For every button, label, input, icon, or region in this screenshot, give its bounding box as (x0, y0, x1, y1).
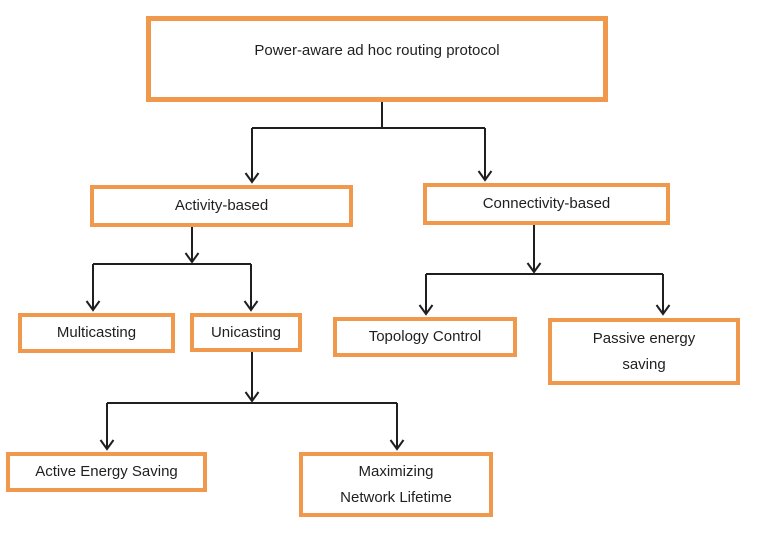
arrowhead-to-unicasting (243, 300, 259, 312)
node-multicasting: Multicasting (18, 313, 175, 353)
arrowhead-junction-connectivity (526, 262, 542, 274)
node-power-aware-ad-hoc-routing-protocol: Power-aware ad hoc routing protocol (146, 16, 608, 102)
arrowhead-to-connectivity-based (477, 170, 493, 182)
arrowhead-to-maximizing-network-lifetime (389, 439, 405, 451)
arrowhead-to-passive-energy-saving (655, 304, 671, 316)
edge-root-split (244, 102, 493, 184)
node-unicasting: Unicasting (190, 313, 302, 352)
arrowhead-to-topology-control (418, 304, 434, 316)
node-passive-energy-saving: Passive energy saving (548, 318, 740, 385)
node-active-energy-saving: Active Energy Saving (6, 452, 207, 492)
arrowhead-to-activity-based (244, 172, 260, 184)
arrowhead-to-active-energy-saving (99, 439, 115, 451)
node-activity-based: Activity-based (90, 185, 353, 227)
arrowhead-junction-unicasting (244, 391, 260, 403)
edge-activity-split (85, 227, 259, 312)
node-connectivity-based: Connectivity-based (423, 183, 670, 225)
node-topology-control: Topology Control (333, 317, 517, 357)
edge-unicasting-split (99, 352, 405, 451)
node-maximizing-network-lifetime: Maximizing Network Lifetime (299, 452, 493, 517)
arrowhead-to-multicasting (85, 300, 101, 312)
edge-connectivity-split (418, 225, 671, 316)
arrowhead-junction-activity (184, 252, 200, 264)
